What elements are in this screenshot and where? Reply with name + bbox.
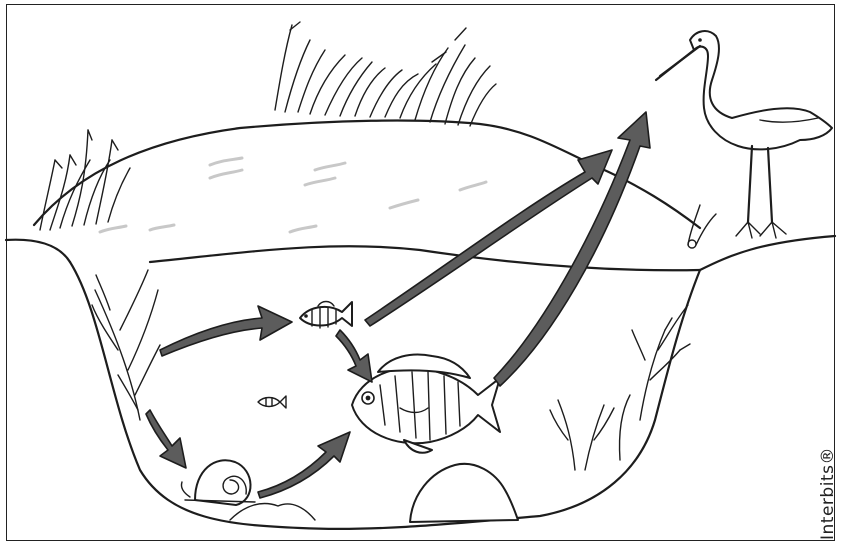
arrow-plant-to-small-fish [160,306,292,356]
water-surface [150,246,700,270]
rock-left [230,504,315,520]
hill-texture [100,158,486,232]
ground-line [6,236,835,270]
grass-tuft [275,22,496,126]
rock-bottom [410,464,518,522]
arrow-snail-to-large-fish [258,432,350,498]
small-fish [300,302,352,329]
copyright-credit: Interbits® [818,447,838,540]
snail [181,460,255,505]
arrow-small-fish-to-large-fish [336,330,372,382]
plant-right [550,305,690,470]
arrow-plant-to-snail [146,410,186,468]
arrow-large-fish-to-crane [494,112,650,386]
crane [656,31,832,238]
large-fish [352,355,500,453]
arrow-small-fish-to-crane [365,150,612,326]
shore-plant [688,205,716,248]
tiny-fish [258,396,286,408]
